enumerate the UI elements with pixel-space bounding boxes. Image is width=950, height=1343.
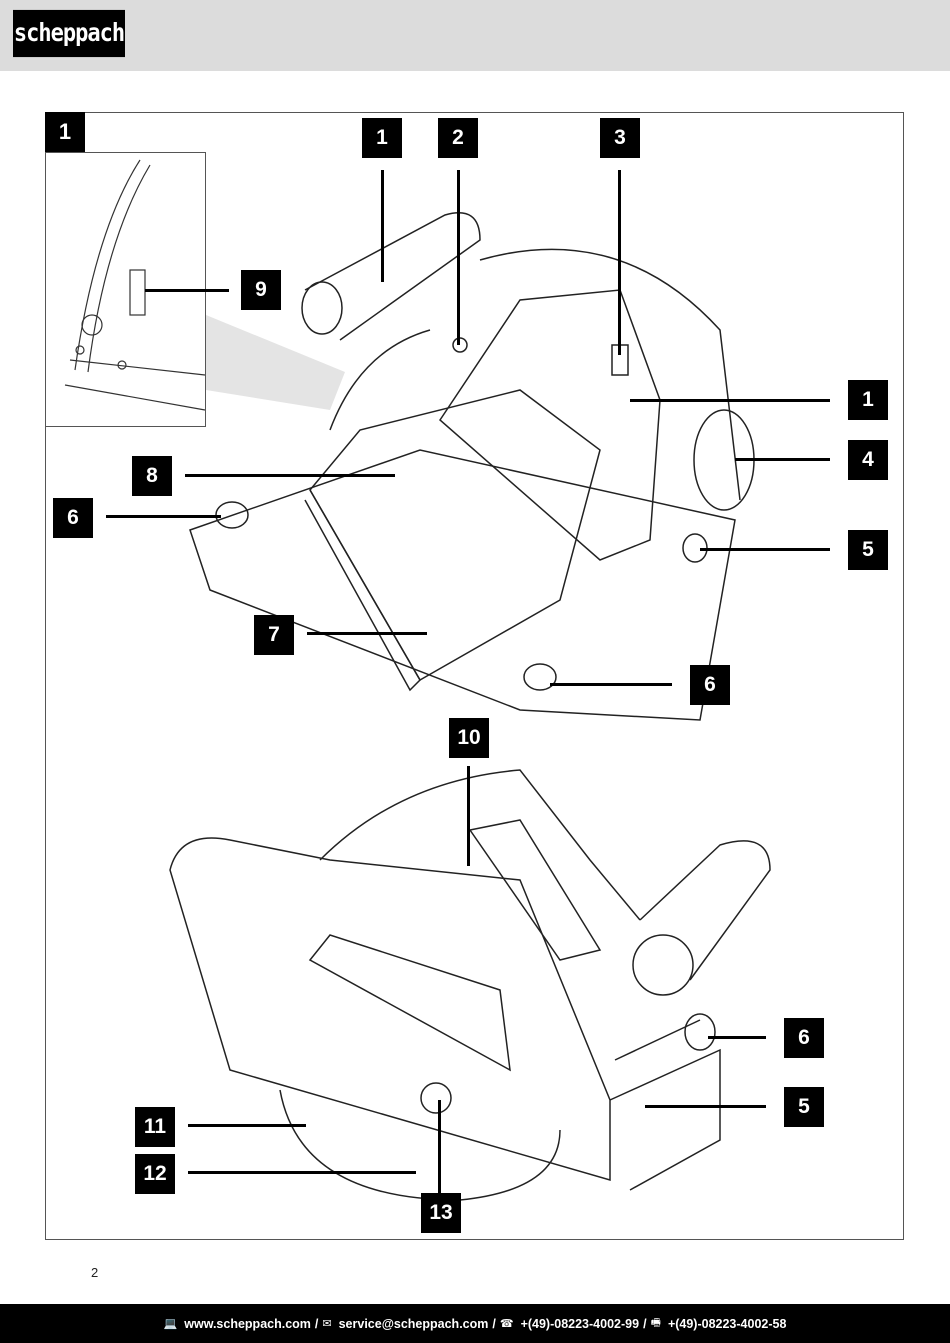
callout-5-bottom: 5 — [784, 1087, 824, 1127]
leader-line — [708, 1036, 766, 1039]
separator: / — [314, 1316, 319, 1331]
callout-6-left: 6 — [53, 498, 93, 538]
leader-line — [618, 170, 621, 355]
fax-number: +(49)-08223-4002-58 — [667, 1316, 787, 1331]
callout-7: 7 — [254, 615, 294, 655]
phone-icon: ☎ — [499, 1318, 514, 1330]
computer-icon: 💻 — [163, 1318, 178, 1330]
email-link[interactable]: service@scheppach.com — [338, 1316, 489, 1331]
phone-number: +(49)-08223-4002-99 — [520, 1316, 640, 1331]
mail-icon: ✉ — [322, 1318, 332, 1330]
inset-detail-drawing — [64, 159, 206, 411]
leader-line — [106, 515, 221, 518]
callout-6-right: 6 — [690, 665, 730, 705]
callout-9: 9 — [241, 270, 281, 310]
callout-11: 11 — [135, 1107, 175, 1147]
website-link[interactable]: www.scheppach.com — [184, 1316, 311, 1331]
page-header: scheppach — [0, 0, 950, 71]
separator: / — [643, 1316, 647, 1331]
leader-line — [145, 289, 229, 292]
leader-line — [381, 170, 384, 282]
callout-13: 13 — [421, 1193, 461, 1233]
callout-1-main-handle: 1 — [848, 380, 888, 420]
leader-line — [735, 458, 830, 461]
page-number: 2 — [91, 1265, 99, 1280]
leader-line — [188, 1124, 306, 1127]
leader-line — [550, 683, 672, 686]
zoom-highlight-wedge — [206, 315, 345, 410]
leader-line — [438, 1100, 441, 1193]
callout-5: 5 — [848, 530, 888, 570]
saw-side-view — [169, 769, 771, 1201]
scheppach-logo: scheppach — [13, 9, 125, 58]
callout-4: 4 — [848, 440, 888, 480]
separator: / — [492, 1316, 496, 1331]
leader-line — [467, 766, 470, 866]
leader-line — [700, 548, 830, 551]
leader-line — [307, 632, 427, 635]
callout-6-bottom: 6 — [784, 1018, 824, 1058]
callout-12: 12 — [135, 1154, 175, 1194]
leader-line — [630, 399, 830, 402]
callout-3: 3 — [600, 118, 640, 158]
fax-icon: 🖷 — [650, 1317, 661, 1329]
figure-number-badge: 1 — [45, 112, 85, 152]
callout-10: 10 — [449, 718, 489, 758]
leader-line — [645, 1105, 766, 1108]
callout-8: 8 — [132, 456, 172, 496]
callout-1-handle: 1 — [362, 118, 402, 158]
callout-2: 2 — [438, 118, 478, 158]
leader-line — [188, 1171, 416, 1174]
figure-frame — [45, 112, 904, 1240]
page-footer: 💻 www.scheppach.com / ✉ service@scheppac… — [0, 1304, 950, 1343]
leader-line — [457, 170, 460, 345]
leader-line — [185, 474, 395, 477]
